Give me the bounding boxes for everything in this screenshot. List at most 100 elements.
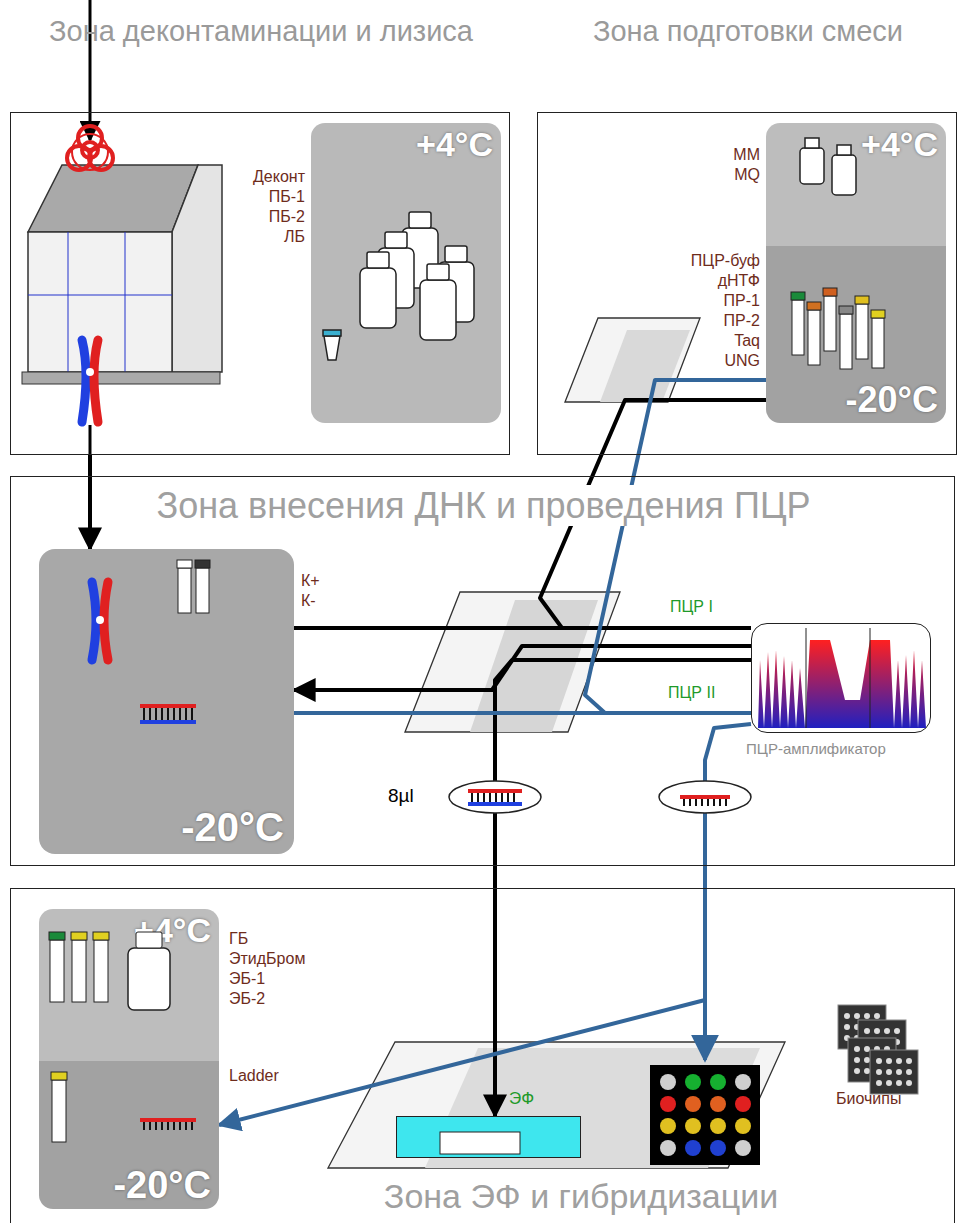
sample-line <box>89 425 92 456</box>
node-text: Ladder <box>229 1067 309 1085</box>
flow-line <box>88 455 92 549</box>
pcr-curve <box>758 628 926 728</box>
chip-spot <box>864 1046 870 1052</box>
freezer-box: К+ К--20°C <box>39 549 294 854</box>
chip-spot <box>886 1058 892 1064</box>
chip-spot <box>854 1013 860 1019</box>
node-text: +4°C <box>416 125 493 164</box>
ladder-ssdna <box>140 1118 196 1130</box>
chip-spot <box>854 1024 860 1030</box>
chip-spot <box>876 1058 882 1064</box>
zone-title: Зона внесения ДНК и проведения ПЦР <box>11 485 956 527</box>
flow-line <box>585 380 766 713</box>
fridge-box: +4°CДеконт ПБ-1 ПБ-2 ЛБ <box>311 123 501 423</box>
node-text: ПЦР-буф дНТФ ПР-1 ПР-2 Taq UNG <box>662 251 760 371</box>
gel-well <box>440 1132 520 1154</box>
sample-tube-ds <box>449 781 541 813</box>
pcr-stage-label: ПЦР II <box>666 684 717 702</box>
chip-spot <box>735 1118 751 1134</box>
chip-spot <box>735 1074 751 1090</box>
gel-box: ЭФ <box>396 1116 581 1158</box>
chip-spot <box>864 1039 870 1045</box>
node-text: -20°C <box>181 805 284 850</box>
chip-spot <box>710 1140 726 1156</box>
chip-spot <box>710 1074 726 1090</box>
chip-spot <box>685 1140 701 1156</box>
chip-spot <box>864 1024 870 1030</box>
reagent-tubes <box>791 288 885 369</box>
node-text: ПЦР-амплификатор <box>746 740 958 757</box>
dsdna-icon <box>140 704 196 724</box>
node-text: +4°C <box>134 911 211 950</box>
chip-spot <box>660 1140 676 1156</box>
chip-spot <box>874 1046 880 1052</box>
biohazard-symbol <box>67 126 113 170</box>
biochips-label: Биочипы <box>836 1090 901 1108</box>
reagent-bottles <box>323 212 474 360</box>
node-text: ММ MQ <box>704 145 760 185</box>
chip-spot <box>685 1118 701 1134</box>
chip-spot <box>874 1028 880 1034</box>
chip-spot <box>864 1013 870 1019</box>
chip-spot <box>874 1057 880 1063</box>
chip-spot <box>874 1050 880 1056</box>
chip-spot <box>844 1013 850 1019</box>
fridge-box: +4°CММ MQПЦР-буф дНТФ ПР-1 ПР-2 Taq UNG-… <box>766 123 946 423</box>
biochip-arrow <box>703 1000 707 1060</box>
chip-spot <box>884 1057 890 1063</box>
zone-panel: Зона подготовки смеси+4°CММ MQПЦР-буф дН… <box>537 112 957 455</box>
chip-spot <box>710 1118 726 1134</box>
chip-spot <box>884 1050 890 1056</box>
node-text: -20°C <box>846 379 938 421</box>
chromosome <box>82 340 98 422</box>
chip-spot <box>864 1050 870 1056</box>
chip-spot <box>864 1068 870 1074</box>
chip-spot <box>874 1035 880 1041</box>
chip-spot <box>710 1096 726 1112</box>
volume-label: 8µl <box>388 785 414 807</box>
chip-spot <box>886 1080 892 1086</box>
mix-bottles <box>800 138 856 195</box>
node-text: +4°C <box>861 125 938 164</box>
chip-spot <box>844 1024 850 1030</box>
chip-spot <box>896 1058 902 1064</box>
biochip-array <box>650 1065 760 1165</box>
chip-spot <box>876 1080 882 1086</box>
chip-spot <box>735 1140 751 1156</box>
chromosome <box>92 582 108 660</box>
chip-spot <box>906 1069 912 1075</box>
control-tubes <box>177 560 210 613</box>
chip-spot <box>906 1080 912 1086</box>
chip-spot <box>906 1058 912 1064</box>
chip-spot <box>894 1028 900 1034</box>
zone-title: Зона подготовки смеси <box>538 13 958 49</box>
chip-spot <box>864 1035 870 1041</box>
pcr-amplifier: ПЦР-амплификатор <box>751 623 931 733</box>
biochip <box>848 1038 896 1082</box>
node-text: К+ К- <box>301 571 341 611</box>
zone-panel: Зона внесения ДНК и проведения ПЦРК+ К--… <box>10 476 955 866</box>
ef-bench <box>328 1042 785 1168</box>
chip-spot <box>884 1046 890 1052</box>
zone-title: Зона деконтаминации и лизиса <box>11 13 511 49</box>
laminar-box <box>565 318 700 402</box>
chip-spot <box>874 1068 880 1074</box>
zone-panel: Зона деконтаминации и лизиса+4°CДеконт П… <box>10 112 510 455</box>
chip-spot <box>874 1039 880 1045</box>
chip-spot <box>854 1068 860 1074</box>
pcr-stage-label: ПЦР I <box>668 598 715 616</box>
chip-spot <box>844 1035 850 1041</box>
node-text: ГБ ЭтидБром ЭБ-1 ЭБ-2 <box>229 929 329 1009</box>
chip-spot <box>876 1069 882 1075</box>
chip-spot <box>685 1074 701 1090</box>
freezer-box: +4°CГБ ЭтидБром ЭБ-1 ЭБ-2Ladder-20°C <box>39 909 219 1209</box>
zone-title: Зона ЭФ и гибридизации <box>231 1177 931 1216</box>
biochip <box>838 1005 886 1049</box>
chip-spot <box>660 1074 676 1090</box>
chip-spot <box>854 1046 860 1052</box>
chip-spot <box>884 1068 890 1074</box>
chip-spot <box>896 1080 902 1086</box>
node-text: -20°C <box>113 1164 211 1207</box>
chip-spot <box>864 1028 870 1034</box>
chip-spot <box>864 1057 870 1063</box>
